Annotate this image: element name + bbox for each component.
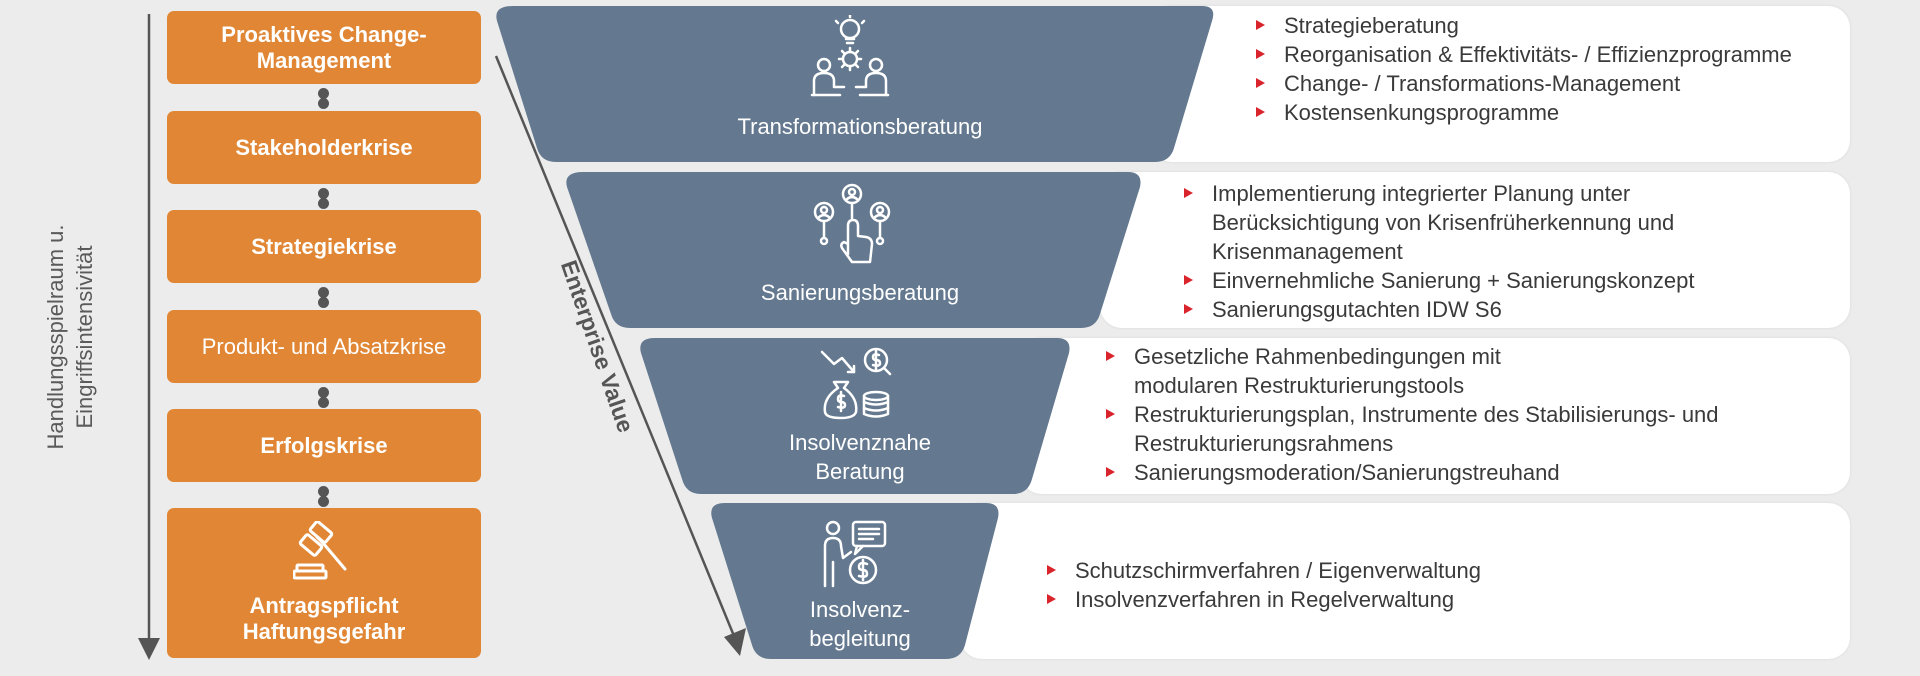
enterprise-value-arrow <box>494 55 746 656</box>
connector-dot <box>318 188 329 199</box>
connector-dot <box>318 287 329 298</box>
crisis-label: Erfolgskrise <box>260 432 388 458</box>
bullet-item: Insolvenzverfahren in Regelverwaltung <box>1045 585 1745 614</box>
crisis-strategy: Strategiekrise <box>167 210 481 283</box>
service-bullets-pre-insolvency: Gesetzliche Rahmenbedingungen mit modula… <box>1104 342 1804 487</box>
axis-arrow <box>138 14 160 660</box>
service-card-pre-insolvency <box>1020 338 1850 494</box>
advisor-money-icon <box>823 520 887 588</box>
gavel-icon <box>293 521 347 580</box>
connector-dot <box>318 397 329 408</box>
crisis-label: Produkt- und Absatzkrise <box>201 333 447 359</box>
bullet-item: Strategieberatung <box>1254 11 1814 40</box>
service-title-line1: Insolvenznahe <box>789 430 931 455</box>
service-title-line1: Insolvenz- <box>809 597 911 622</box>
service-title: Insolvenznahe Beratung <box>660 428 1060 486</box>
crisis-label-line1: Antragspflicht <box>249 593 399 618</box>
service-bullets-transformation: Strategieberatung Reorganisation & Effek… <box>1254 11 1814 127</box>
team-idea-icon <box>810 15 890 97</box>
crisis-label: Stakeholderkrise <box>235 134 413 160</box>
bullet-item: Restrukturierungsplan, Instrumente des S… <box>1104 400 1814 458</box>
connector-dot <box>318 198 329 209</box>
crisis-product-sales: Produkt- und Absatzkrise <box>167 310 481 383</box>
crisis-label-line2: Haftungsgefahr <box>242 619 406 644</box>
connector-dot <box>318 387 329 398</box>
service-bullets-restructuring: Implementierung integrierter Planung unt… <box>1182 179 1742 324</box>
trapezoid-stack <box>496 6 1214 659</box>
service-card-transformation <box>1150 6 1850 162</box>
trapezoid-transformation <box>496 6 1214 162</box>
money-decline-icon <box>820 347 892 420</box>
bullet-item: Schutzschirmverfahren / Eigenverwaltung <box>1045 556 1745 585</box>
network-touch-icon <box>813 183 891 264</box>
crisis-stakeholder: Stakeholderkrise <box>167 111 481 184</box>
bullet-item: Gesetzliche Rahmenbedingungen mit modula… <box>1104 342 1604 400</box>
service-title: Sanierungsberatung <box>760 280 960 305</box>
crisis-proactive-change: Proaktives Change-Management <box>167 11 481 84</box>
service-card-restructuring <box>1100 172 1850 328</box>
bullet-item: Sanierungsgutachten IDW S6 <box>1182 295 1742 324</box>
trapezoid-restructuring <box>566 172 1141 328</box>
connector-dot <box>318 496 329 507</box>
trapezoid-pre-insolvency <box>640 338 1070 494</box>
service-title: Insolvenz- begleitung <box>660 595 1060 653</box>
crisis-label: Strategiekrise <box>251 233 397 259</box>
service-bullets-insolvency: Schutzschirmverfahren / Eigenverwaltung … <box>1045 556 1745 614</box>
bullet-item: Implementierung integrierter Planung unt… <box>1182 179 1742 266</box>
bullet-item: Kostensenkungsprogramme <box>1254 98 1814 127</box>
service-title-line2: Beratung <box>815 459 905 484</box>
connector-dot <box>318 98 329 109</box>
crisis-label: Proaktives Change-Management <box>221 21 427 73</box>
service-title-line2: begleitung <box>809 626 911 651</box>
service-card-insolvency <box>960 503 1850 659</box>
connector-dot <box>318 88 329 99</box>
bullet-item: Reorganisation & Effektivitäts- / Effizi… <box>1254 40 1814 69</box>
bullet-item: Sanierungsmoderation/Sanierungstreuhand <box>1104 458 1804 487</box>
crisis-earnings: Erfolgskrise <box>167 409 481 482</box>
bullet-item: Change- / Transformations-Management <box>1254 69 1814 98</box>
bullet-item: Einvernehmliche Sanierung + Sanierungsko… <box>1182 266 1742 295</box>
service-title: Transformationsberatung <box>737 114 983 139</box>
connector-dot <box>318 486 329 497</box>
connector-dot <box>318 297 329 308</box>
crisis-filing-obligation: Antragspflicht Haftungsgefahr <box>167 508 481 658</box>
